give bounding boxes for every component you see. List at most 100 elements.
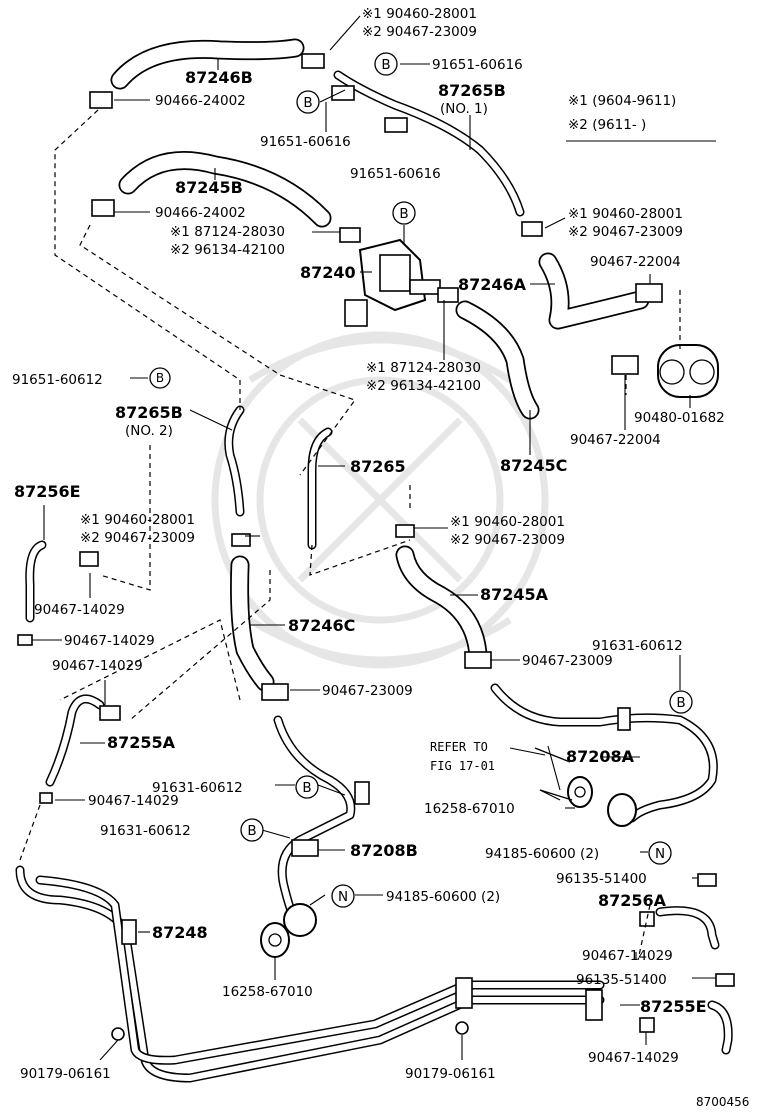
part-label: 90467-14029: [588, 1050, 679, 1066]
part-label: 87240: [300, 263, 356, 282]
gasket-16258-lower: [260, 922, 290, 958]
part-label: ※1 90460-28001: [362, 6, 477, 22]
part-label: 90467-23009: [322, 683, 413, 699]
stud-bolts: [534, 747, 573, 801]
bubble-b: B: [296, 90, 320, 114]
part-label: 87208B: [350, 841, 418, 860]
bubble-b: B: [374, 52, 398, 76]
hose-clamp-icon: [635, 283, 663, 303]
hose-clamp-icon: [79, 551, 99, 567]
hose-clamp-icon: [99, 705, 121, 721]
hose-clamp-icon: [39, 792, 53, 804]
hose-87245b: [118, 151, 332, 228]
gasket-16258-upper: [567, 776, 593, 808]
part-label: 90467-14029: [34, 602, 125, 618]
hose-87255e: [707, 1000, 733, 1055]
pipe-87265b-no2: [224, 405, 245, 517]
pipe-bracket: [291, 839, 319, 857]
part-label: 87256A: [598, 891, 667, 910]
svg-text:B: B: [399, 206, 408, 222]
part-label: 90467-22004: [570, 432, 661, 448]
pipe-clip-icon: [455, 1021, 469, 1035]
hose-87255a: [45, 694, 105, 787]
figure-id: 8700456: [696, 1095, 749, 1109]
part-labels: ※1 90460-28001 ※2 90467-23009 91651-6061…: [12, 6, 749, 1109]
part-label: ※2 90467-23009: [362, 24, 477, 40]
flange-87208a: [607, 793, 637, 827]
part-label: 87245C: [500, 456, 567, 475]
bubble-b: B: [669, 690, 693, 714]
hose-clamp-icon: [464, 651, 492, 669]
part-label: 90466-24002: [155, 93, 246, 109]
pipe-87248: [15, 865, 605, 1083]
svg-text:B: B: [381, 57, 390, 73]
flange-87208b: [283, 903, 317, 937]
pipe-87265: [307, 427, 333, 550]
part-label: 87255E: [640, 997, 707, 1016]
part-label: 91631-60612: [152, 780, 243, 796]
part-label: 94185-60600 (2): [485, 846, 599, 862]
part-label: 90179-06161: [20, 1066, 111, 1082]
hose-clamp-icon: [611, 355, 639, 375]
hose-87246b: [110, 38, 305, 90]
bubble-n: N: [331, 884, 355, 908]
part-label: ※2 90467-23009: [568, 224, 683, 240]
hose-87256e: [25, 540, 47, 623]
part-label: ※2 96134-42100: [170, 242, 285, 258]
hose-clamp-icon: [639, 1017, 655, 1033]
bubble-n: N: [648, 841, 672, 865]
part-label: (NO. 1): [440, 101, 488, 117]
watermark-emblem: [211, 331, 549, 669]
part-label: FIG 17-01: [430, 759, 495, 773]
part-label: ※2 90467-23009: [80, 530, 195, 546]
part-label: ※2 96134-42100: [366, 378, 481, 394]
svg-text:B: B: [303, 95, 312, 111]
pipe-bracket: [354, 781, 370, 805]
part-label: ※1 87124-28030: [366, 360, 481, 376]
pipe-bracket: [384, 117, 408, 133]
part-label: 91631-60612: [100, 823, 191, 839]
svg-text:B: B: [156, 371, 164, 385]
pipe-clip-icon: [111, 1027, 125, 1041]
hose-87246a: [538, 252, 650, 330]
pipe-bracket: [585, 989, 603, 1021]
part-label: 87245A: [480, 585, 549, 604]
bubble-b: B: [295, 775, 319, 799]
water-valve-87240: [344, 238, 441, 327]
legend-note-1: ※1 (9604-9611): [568, 93, 676, 109]
part-label: 91651-60616: [350, 166, 441, 182]
hose-87256a: [655, 906, 720, 950]
part-label: ※1 87124-28030: [170, 224, 285, 240]
part-label: 16258-67010: [424, 801, 515, 817]
hose-clamp-icon: [437, 287, 459, 303]
part-label: 96135-51400: [556, 871, 647, 887]
part-label: ※1 90460-28001: [80, 512, 195, 528]
hose-clamp-icon: [715, 973, 735, 987]
pipe-bracket: [331, 85, 355, 101]
hose-87245c: [455, 300, 540, 420]
part-label: ※2 90467-23009: [450, 532, 565, 548]
hose-clamp-icon: [261, 683, 289, 701]
hose-clamp-icon: [339, 227, 361, 243]
hose-clamp-icon: [639, 911, 655, 927]
part-label: 87255A: [107, 733, 176, 752]
part-label: 90467-22004: [590, 254, 681, 270]
part-label: 91651-60612: [12, 372, 103, 388]
hose-87245a: [395, 545, 488, 665]
svg-text:N: N: [655, 846, 665, 862]
part-label: 87265: [350, 457, 406, 476]
reference-bubbles: B B B B B B B N N: [149, 52, 693, 908]
svg-text:B: B: [676, 695, 685, 711]
part-label: 87246C: [288, 616, 355, 635]
part-label: 87265B: [115, 403, 183, 422]
legend-note-2: ※2 (9611- ): [568, 117, 646, 133]
part-label: 91651-60616: [432, 57, 523, 73]
part-label: 87248: [152, 923, 208, 942]
part-label: 90179-06161: [405, 1066, 496, 1082]
pipe-87208b: [273, 715, 370, 925]
bubble-b: B: [392, 201, 416, 225]
part-label: 87208A: [566, 747, 635, 766]
hose-clamp-icon: [521, 221, 543, 237]
hose-clamp-icon: [89, 91, 113, 109]
